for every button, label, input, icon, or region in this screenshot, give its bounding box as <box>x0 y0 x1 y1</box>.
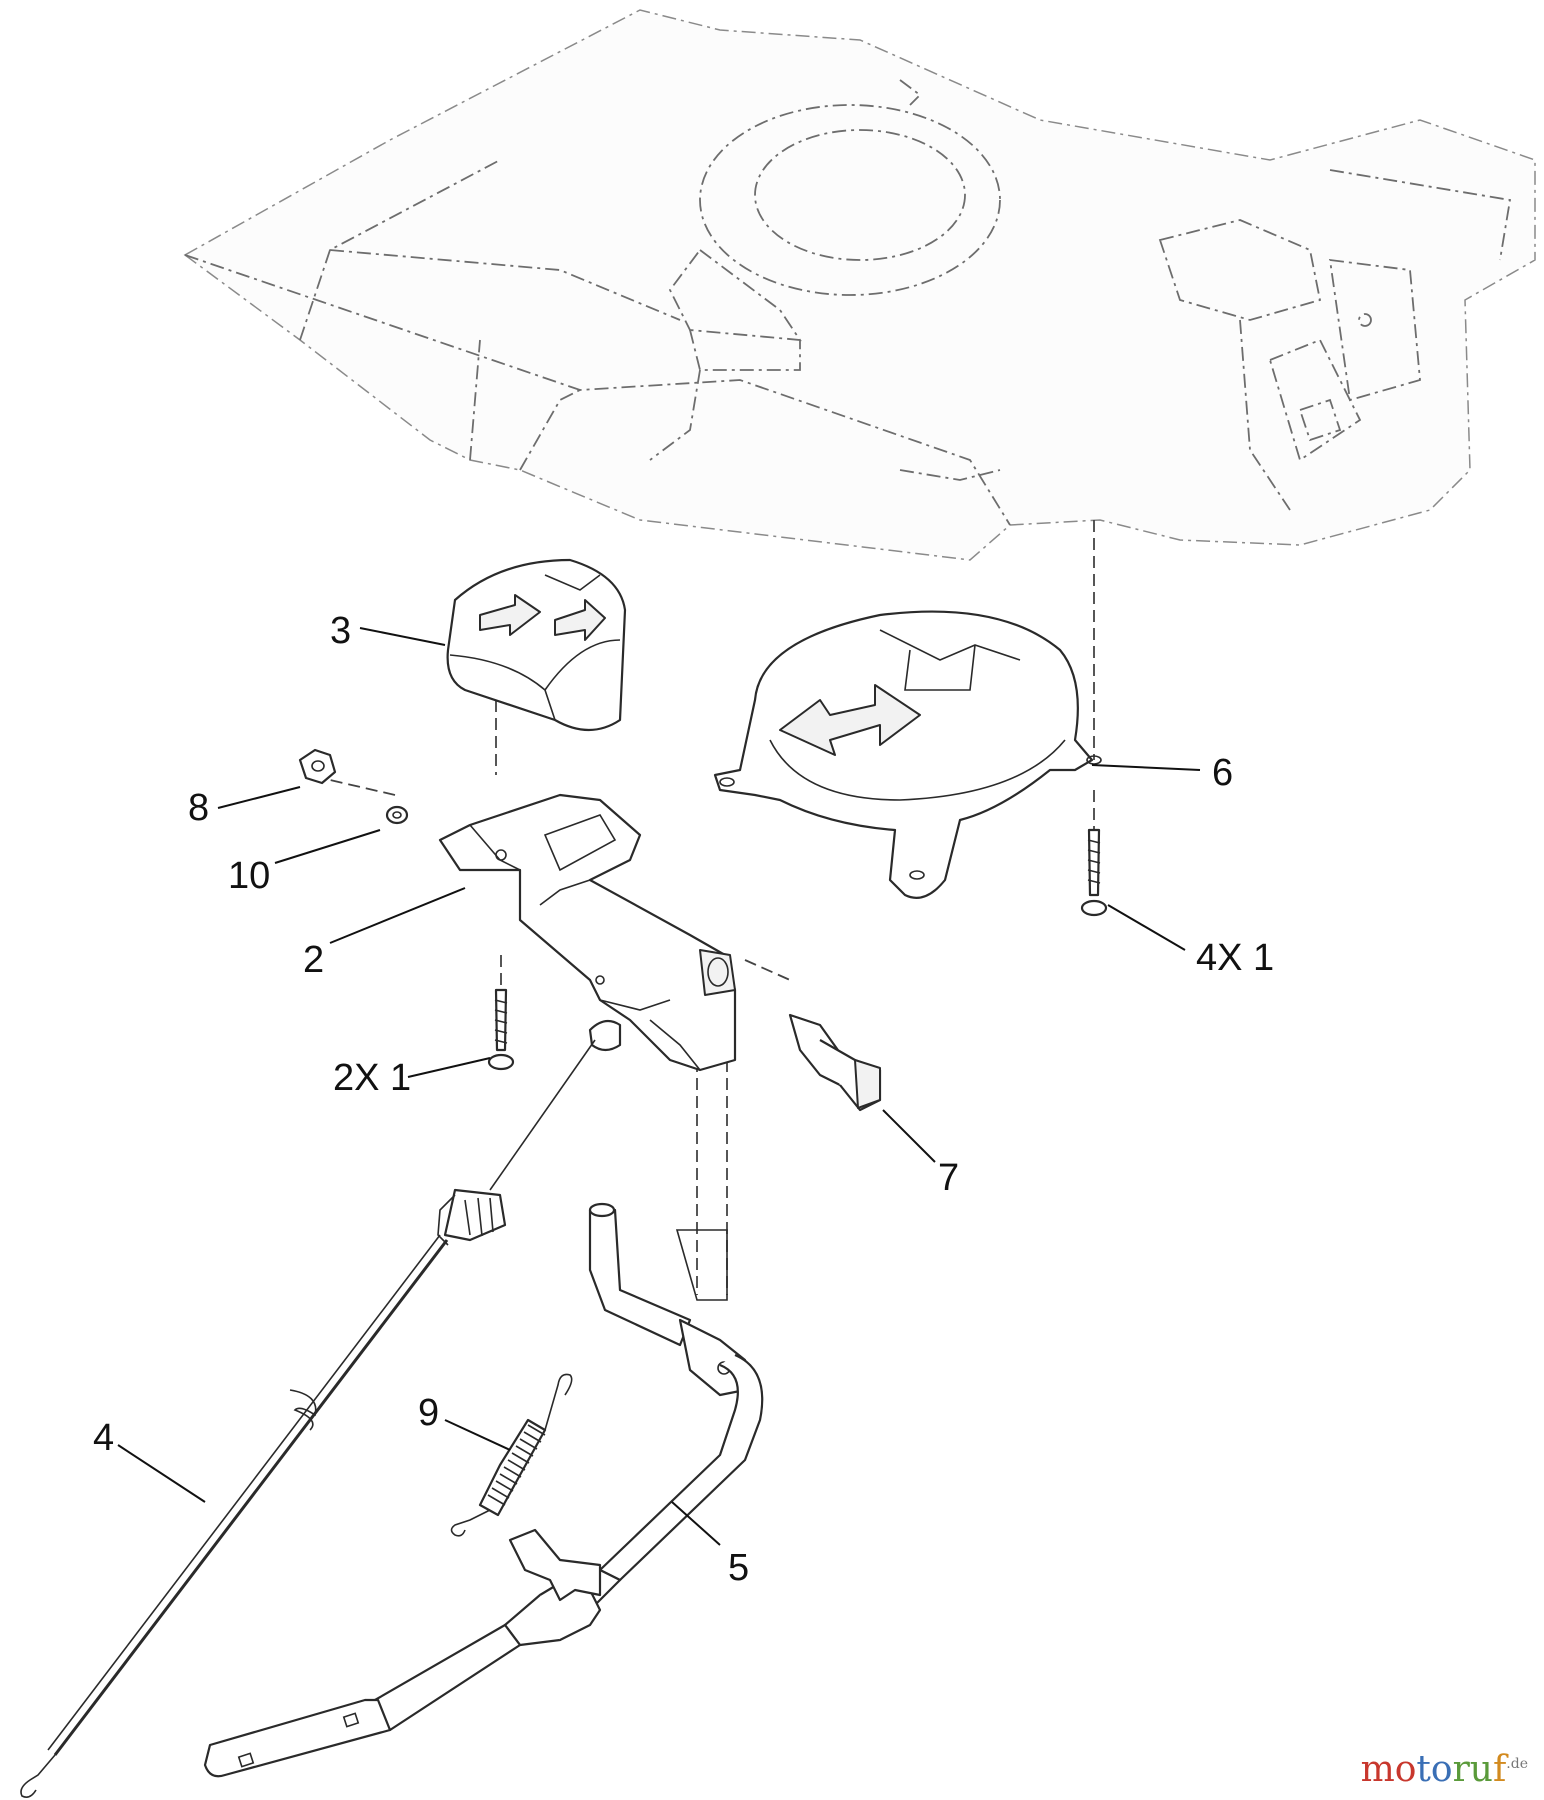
watermark-suffix: .de <box>1506 1756 1528 1772</box>
screw-lever <box>487 988 515 1071</box>
callout-7: 7 <box>938 1157 959 1199</box>
watermark-text-4: f <box>1492 1749 1507 1790</box>
leader-lines <box>117 627 1201 1546</box>
callout-2: 2 <box>303 939 324 981</box>
shoulder-bolt <box>788 1013 882 1112</box>
shift-arm-tab <box>675 1229 728 1301</box>
nut <box>298 748 337 785</box>
screw-cover <box>1080 828 1108 917</box>
watermark-logo: motoruf.de <box>1361 1749 1528 1790</box>
callout-10: 10 <box>228 855 270 897</box>
callout-8: 8 <box>188 787 209 829</box>
callout-9: 9 <box>418 1392 439 1434</box>
shift-knob-cap <box>446 558 627 731</box>
callout-6: 6 <box>1212 752 1233 794</box>
extension-spring <box>450 1373 573 1537</box>
callout-5: 5 <box>728 1547 749 1589</box>
control-cable <box>20 1188 507 1798</box>
watermark-text-1: mo <box>1360 1749 1417 1790</box>
deck-housing-phantom <box>183 9 1536 561</box>
shift-cover <box>713 610 1102 899</box>
shift-lever-bracket <box>438 793 737 1072</box>
washer <box>385 805 409 825</box>
callout-3: 3 <box>330 610 351 652</box>
shift-rod <box>203 1202 764 1778</box>
callouts: 3 8 10 2 2X 1 6 4X 1 7 9 4 5 <box>93 610 1274 1589</box>
cable-end-pin <box>489 1019 622 1191</box>
callout-4: 4 <box>93 1417 114 1459</box>
watermark-text-3: ru <box>1452 1749 1493 1790</box>
watermark-text-2: to <box>1416 1749 1453 1790</box>
callout-4x1: 4X 1 <box>1196 937 1274 979</box>
callout-2x1: 2X 1 <box>333 1057 411 1099</box>
